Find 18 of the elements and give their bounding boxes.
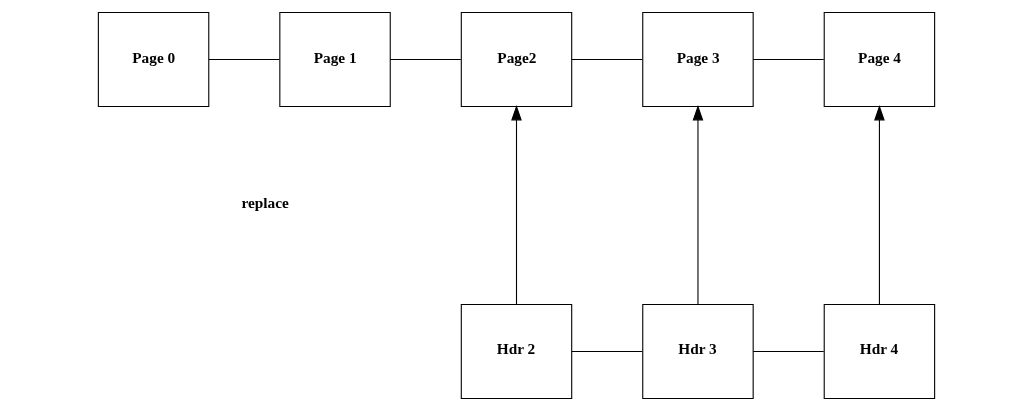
node-box: Page 0 bbox=[97, 12, 210, 108]
node-box: Page 1 bbox=[279, 12, 391, 108]
node-box: Page 3 bbox=[642, 12, 754, 108]
label: replace bbox=[241, 194, 289, 212]
connector bbox=[571, 350, 643, 352]
connector bbox=[752, 59, 825, 61]
node-box: Hdr 2 bbox=[460, 303, 573, 399]
node-box: Page 4 bbox=[823, 12, 936, 108]
node-box: Hdr 3 bbox=[642, 303, 754, 399]
connector bbox=[389, 59, 462, 61]
node-box: Page2 bbox=[460, 12, 573, 108]
node-box: Hdr 4 bbox=[823, 303, 936, 399]
arrow bbox=[874, 105, 885, 305]
arrow bbox=[511, 105, 522, 305]
connector bbox=[571, 59, 643, 61]
connector bbox=[208, 59, 280, 61]
arrow bbox=[692, 105, 704, 305]
connector bbox=[752, 350, 825, 352]
